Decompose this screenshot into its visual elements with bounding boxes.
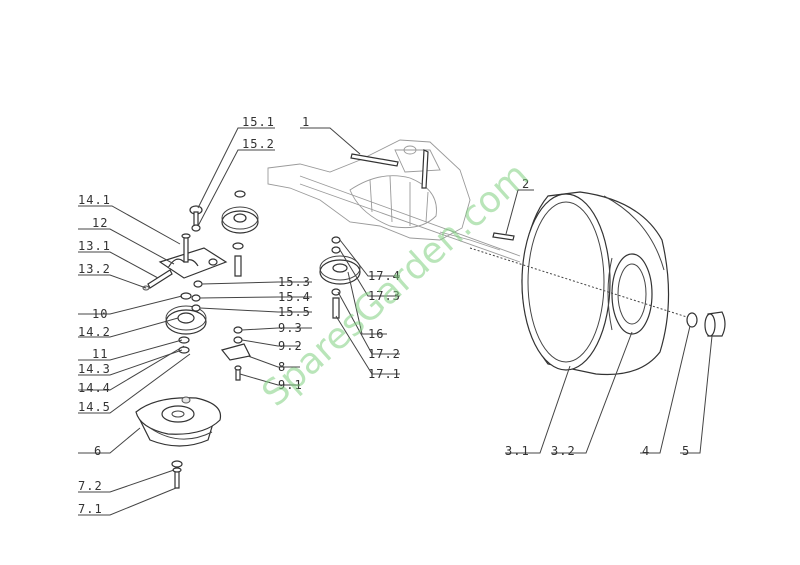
part-labels: 14.1 12 13.1 13.2 10 14.2 11 14.3 14.4 1… [78, 115, 690, 516]
bushing-part-5 [704, 311, 726, 337]
label-15-1: 15.1 [242, 115, 275, 129]
label-15-4: 15.4 [278, 290, 311, 304]
label-14-2: 14.2 [78, 325, 111, 339]
label-7-2: 7.2 [78, 479, 103, 493]
label-14-1: 14.1 [78, 193, 111, 207]
label-6: 6 [94, 444, 102, 458]
part-1-rods [350, 149, 429, 189]
leader-lines [78, 127, 713, 516]
label-9-1: 9.1 [278, 378, 303, 392]
label-7-1: 7.1 [78, 502, 103, 516]
label-17-2: 17.2 [368, 347, 401, 361]
label-9-3: 9.3 [278, 321, 303, 335]
label-14-5: 14.5 [78, 400, 111, 414]
label-3-1: 3.1 [505, 444, 530, 458]
label-15-2: 15.2 [242, 137, 275, 151]
washer-part-4 [686, 312, 698, 328]
label-14-4: 14.4 [78, 381, 111, 395]
bracket-part-10 [142, 233, 228, 300]
arm-part-9 [220, 326, 251, 381]
label-5: 5 [682, 444, 690, 458]
bolt-15 [189, 205, 203, 232]
axle-centerline [469, 247, 691, 319]
label-15-5: 15.5 [278, 305, 311, 319]
bolt-7 [171, 460, 183, 489]
rear-wheel [521, 191, 670, 376]
key-part-2 [492, 232, 515, 241]
label-17-1: 17.1 [368, 367, 401, 381]
label-12: 12 [92, 216, 108, 230]
label-3-2: 3.2 [551, 444, 576, 458]
label-13-1: 13.1 [78, 239, 111, 253]
label-9-2: 9.2 [278, 339, 303, 353]
label-17-4: 17.4 [368, 269, 401, 283]
label-1: 1 [302, 115, 310, 129]
label-11: 11 [92, 347, 108, 361]
pulley-part-11 [165, 305, 207, 354]
clutch-part-6 [135, 396, 222, 447]
label-14-3: 14.3 [78, 362, 111, 376]
label-4: 4 [642, 444, 650, 458]
label-15-3: 15.3 [278, 275, 311, 289]
label-10: 10 [92, 307, 108, 321]
label-17-3: 17.3 [368, 289, 401, 303]
transaxle-drawing [267, 139, 521, 263]
label-2: 2 [522, 177, 530, 191]
label-8: 8 [278, 360, 286, 374]
label-16: 16 [368, 327, 384, 341]
label-13-2: 13.2 [78, 262, 111, 276]
